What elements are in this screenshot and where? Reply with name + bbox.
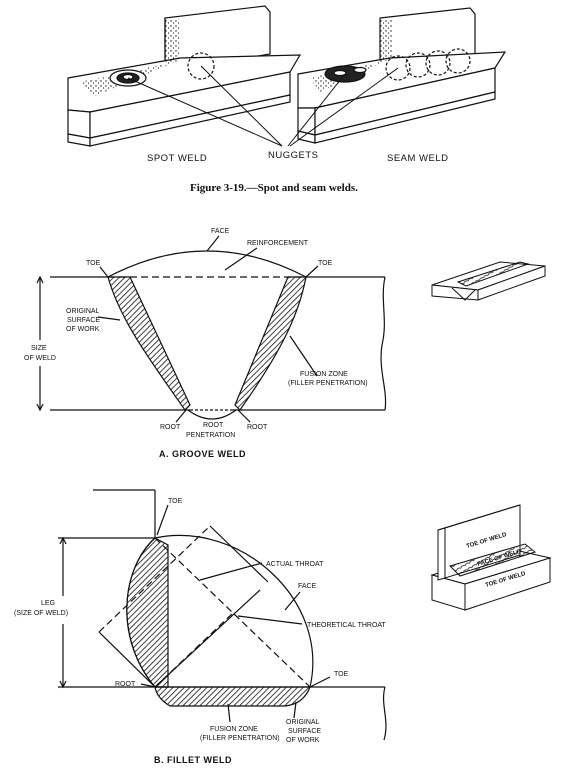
groove-fusion-zone-label: FUSION ZONE (300, 371, 348, 378)
nuggets-leaders (127, 65, 399, 147)
groove-root-pen-label: ROOT (203, 422, 224, 429)
fillet-filler-penetration-label: (FILLER PENETRATION) (200, 735, 280, 742)
fillet-leg-label: LEG (41, 600, 55, 607)
groove-reinforcement-label: REINFORCEMENT (247, 240, 309, 247)
groove-of-work-label: OF WORK (66, 326, 100, 333)
nuggets-label: NUGGETS (268, 150, 318, 161)
fillet-surface-label: SURFACE (288, 728, 321, 735)
spot-weld-drawing (67, 5, 302, 147)
seam-weld-drawing (297, 7, 507, 144)
fillet-inset-drawing (430, 504, 552, 611)
groove-of-weld-label: OF WELD (24, 355, 56, 362)
groove-penetration-label: PENETRATION (186, 432, 235, 439)
fillet-face-label: FACE (298, 583, 317, 590)
seam-weld-label: SEAM WELD (387, 153, 449, 164)
groove-inset-drawing (431, 261, 546, 301)
fillet-actual-throat-label: ACTUAL THROAT (266, 561, 324, 568)
figure-caption: Figure 3-19.—Spot and seam welds. (190, 182, 358, 194)
fillet-toe-right-label: TOE (334, 671, 349, 678)
spot-weld-label: SPOT WELD (147, 153, 207, 164)
groove-root-left-label: ROOT (160, 424, 181, 431)
fillet-theoretical-throat-label: THEORETICAL THROAT (307, 622, 387, 629)
groove-root-right-label: ROOT (247, 424, 268, 431)
fillet-size-of-weld-label: (SIZE OF WELD) (14, 610, 68, 617)
fillet-weld-title: B. FILLET WELD (154, 755, 232, 765)
groove-weld-drawing (36, 235, 387, 423)
groove-original-label: ORIGINAL (66, 308, 100, 315)
groove-surface-label: SURFACE (67, 317, 100, 324)
fillet-weld-drawing (58, 489, 387, 741)
size-label-bg (24, 340, 58, 366)
groove-face-label: FACE (211, 228, 230, 235)
groove-weld-title: A. GROOVE WELD (159, 449, 246, 459)
groove-toe-left-label: TOE (86, 260, 101, 267)
groove-toe-right-label: TOE (318, 260, 333, 267)
fillet-fusion-zone-label: FUSION ZONE (210, 726, 258, 733)
fillet-root-label: ROOT (115, 681, 136, 688)
leg-label-bg (14, 596, 78, 624)
fillet-toe-top-label: TOE (168, 498, 183, 505)
groove-size-label: SIZE (31, 345, 47, 352)
fillet-of-work-label: OF WORK (286, 737, 320, 744)
fillet-original-label: ORIGINAL (286, 719, 320, 726)
groove-filler-penetration-label: (FILLER PENETRATION) (288, 380, 368, 387)
